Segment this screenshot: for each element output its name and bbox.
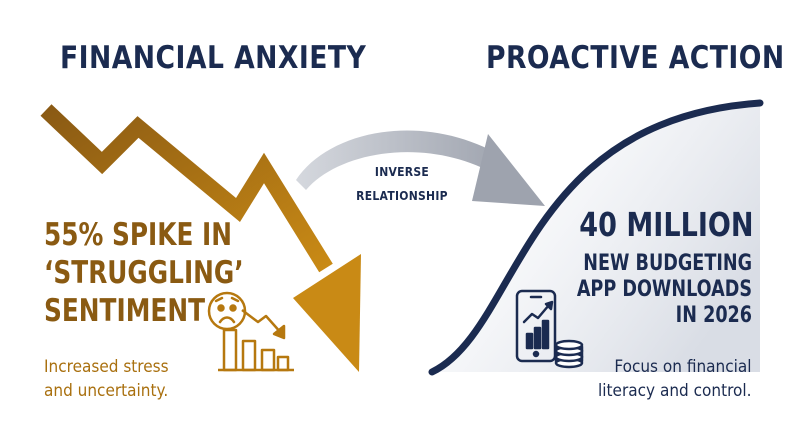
- decline-arrow-line: [40, 104, 333, 273]
- left-subtext-line: and uncertainty.: [44, 381, 169, 401]
- left-subtext: Increased stress and uncertainty.: [44, 355, 169, 403]
- left-stat-line: ‘STRUGGLING’: [44, 255, 244, 291]
- coin-stack-icon: [554, 339, 584, 369]
- growth-area: [432, 103, 760, 372]
- right-stat-line: NEW BUDGETING: [583, 251, 752, 276]
- inverse-arrow-body: [296, 130, 508, 190]
- left-stat-line: 55% SPIKE IN: [44, 217, 233, 253]
- right-stat-line: APP DOWNLOADS: [576, 277, 752, 302]
- inverse-relationship-label: INVERSE RELATIONSHIP: [348, 160, 456, 208]
- left-stat: 55% SPIKE IN ‘STRUGGLING’ SENTIMENT: [44, 216, 244, 330]
- worried-face-icon: [207, 291, 247, 331]
- right-stat-number: 40 MILLION: [579, 205, 754, 244]
- left-title: FINANCIAL ANXIETY: [60, 40, 367, 76]
- growth-curve: [428, 99, 764, 376]
- inverse-arrow-head: [472, 134, 545, 206]
- left-subtext-line: Increased stress: [44, 357, 169, 377]
- smartphone-growth-chart-icon: [515, 289, 557, 363]
- right-stat-label: NEW BUDGETING APP DOWNLOADS IN 2026: [577, 251, 752, 329]
- arrow-label-line: INVERSE: [374, 165, 430, 179]
- right-subtext: Focus on financial literacy and control.: [599, 355, 752, 403]
- right-subtext-line: literacy and control.: [598, 381, 752, 401]
- declining-bar-chart-icon: [218, 309, 294, 372]
- right-subtext-line: Focus on financial: [614, 357, 752, 377]
- arrow-label-line: RELATIONSHIP: [356, 189, 448, 203]
- left-stat-line: SENTIMENT: [44, 293, 205, 329]
- right-title: PROACTIVE ACTION: [486, 40, 785, 76]
- right-stat-line: IN 2026: [675, 303, 752, 328]
- decline-arrow-head: [293, 254, 361, 372]
